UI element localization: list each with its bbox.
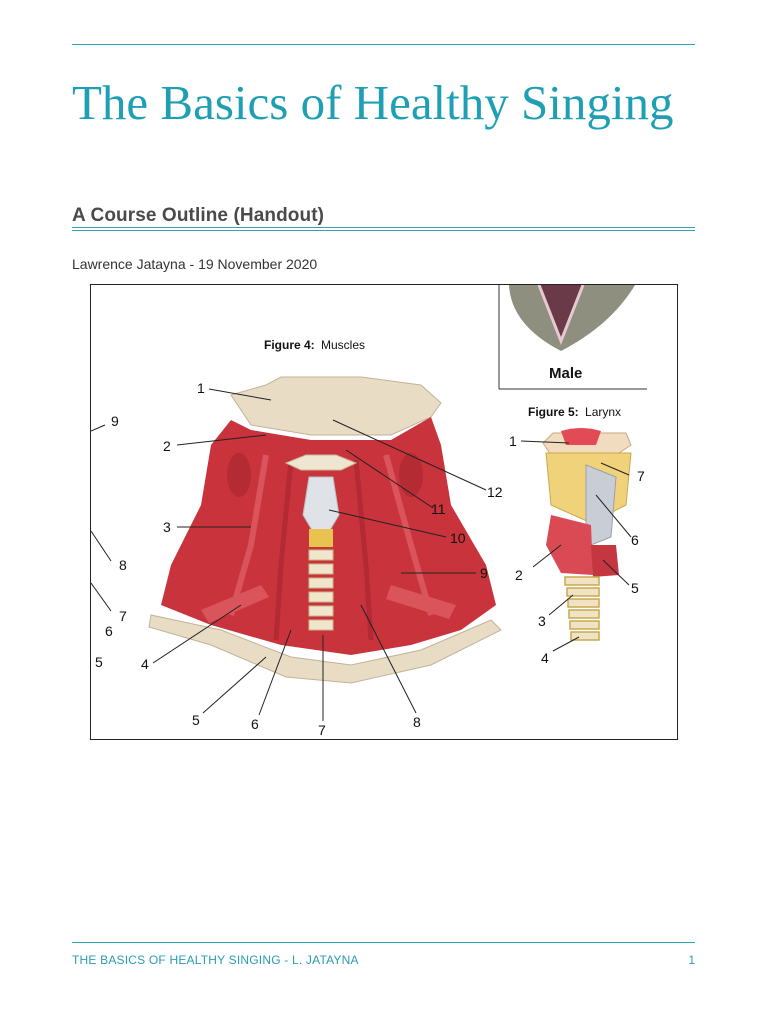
svg-text:4: 4: [541, 650, 549, 666]
figure-4-numbers: 1 2 3 4 5 6 7 8 9 10 11 12: [141, 380, 503, 738]
footer-text: THE BASICS OF HEALTHY SINGING - L. JATAY…: [72, 953, 359, 967]
figure-4-leaders: [152, 388, 487, 721]
svg-text:7: 7: [119, 608, 127, 624]
svg-text:3: 3: [163, 519, 171, 535]
neck-muscles-illustration: [148, 376, 502, 684]
svg-text:6: 6: [251, 716, 259, 732]
svg-text:4: 4: [141, 656, 149, 672]
left-edge-numbers: 9 8 7 6 5: [95, 413, 127, 670]
svg-text:6: 6: [105, 623, 113, 639]
svg-text:1: 1: [197, 380, 205, 396]
svg-text:12: 12: [487, 484, 503, 500]
figure-5-leaders: [520, 440, 632, 652]
male-label: Male: [549, 365, 582, 382]
svg-text:9: 9: [480, 565, 488, 581]
footer-rule: [72, 942, 695, 943]
document-subtitle: A Course Outline (Handout): [72, 205, 325, 226]
top-rule: [72, 44, 695, 45]
svg-text:5: 5: [192, 712, 200, 728]
svg-text:10: 10: [450, 530, 466, 546]
svg-text:7: 7: [637, 468, 645, 484]
svg-text:1: 1: [509, 433, 517, 449]
figure-4-caption: Figure 4: Muscles: [264, 338, 365, 352]
male-larynx-inset: Male: [498, 285, 647, 390]
svg-text:7: 7: [318, 722, 326, 738]
anatomy-figure: Male Figure 4: Muscles Figure 5: Larynx: [90, 284, 678, 740]
svg-text:2: 2: [163, 438, 171, 454]
svg-text:8: 8: [119, 557, 127, 573]
subtitle-rule: [72, 227, 695, 228]
subtitle-rule-double: [72, 230, 695, 231]
figure-5-numbers: 1 2 3 4 5 6 7: [509, 433, 645, 666]
svg-text:2: 2: [515, 567, 523, 583]
figure-5-caption: Figure 5: Larynx: [528, 405, 621, 419]
svg-text:3: 3: [538, 613, 546, 629]
larynx-illustration: [542, 428, 632, 641]
svg-text:6: 6: [631, 532, 639, 548]
svg-text:5: 5: [631, 580, 639, 596]
svg-text:8: 8: [413, 714, 421, 730]
author-date-line: Lawrence Jatayna - 19 November 2020: [72, 256, 318, 272]
page-number: 1: [688, 953, 695, 967]
svg-text:5: 5: [95, 654, 103, 670]
document-title: The Basics of Healthy Singing: [72, 75, 674, 130]
svg-text:11: 11: [431, 501, 446, 517]
svg-text:9: 9: [111, 413, 119, 429]
